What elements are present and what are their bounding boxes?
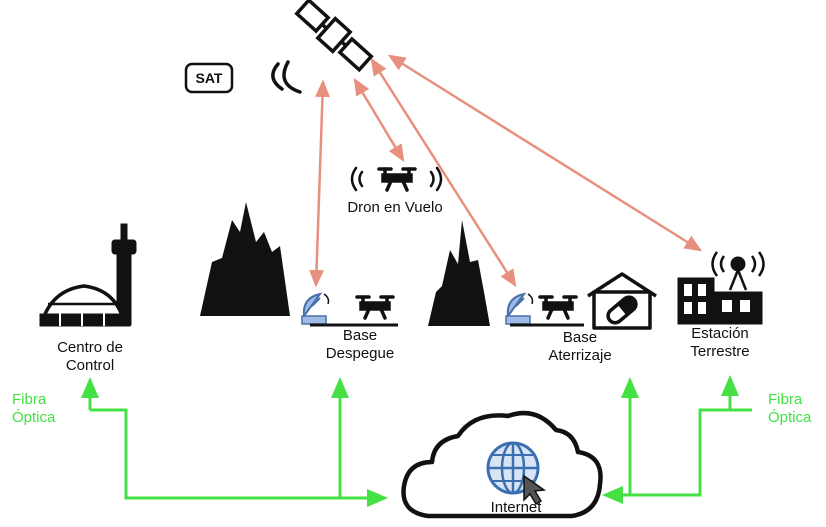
link-sat-landing <box>370 57 517 288</box>
ground-station-icon <box>677 251 765 325</box>
control-center-label-line1: Centro de <box>57 339 123 356</box>
drone-landing-icon <box>538 295 578 320</box>
control-center-label-line2: Control <box>65 357 115 374</box>
signal-waves-icon <box>271 60 302 94</box>
drone-flight-label: Dron en Vuelo <box>347 199 443 216</box>
takeoff-label-line2: Despegue <box>325 345 395 362</box>
drone-signal-icon <box>350 166 443 192</box>
drone-icon <box>377 167 417 192</box>
link-sat-ground <box>387 54 703 252</box>
takeoff-label-line1: Base <box>342 327 378 344</box>
fiber-right-label-line1: Fibra <box>768 391 803 408</box>
sat-badge <box>184 62 234 94</box>
mountain-left-icon <box>200 202 290 316</box>
drone-takeoff-icon <box>355 295 395 320</box>
landing-label-line2: Aterrizaje <box>548 347 612 364</box>
dish-antenna-takeoff-icon <box>301 292 330 325</box>
ground-station-label-line1: Estación <box>691 325 749 342</box>
fiber-right-path <box>602 408 752 504</box>
ground-station-label-line2: Terrestre <box>690 343 750 360</box>
mountain-middle-icon <box>428 220 490 326</box>
landing-label-line1: Base <box>562 329 598 346</box>
control-center-icon <box>39 223 137 327</box>
link-sat-drone <box>353 77 405 163</box>
satellite-links <box>309 54 703 288</box>
fiber-links <box>81 375 752 507</box>
dish-antenna-landing-icon <box>505 292 534 325</box>
globe-cursor-icon <box>486 441 547 506</box>
fiber-left-label-line1: Fibra <box>12 391 47 408</box>
sat-badge-label: SAT <box>195 70 223 86</box>
satellite-icon <box>294 0 374 73</box>
hospital-pill-icon <box>587 272 657 330</box>
internet-label: Internet <box>490 499 542 516</box>
fiber-left-path <box>90 408 388 507</box>
fiber-right-label-line2: Óptica <box>768 409 812 426</box>
link-sat-takeoff <box>309 79 330 288</box>
fiber-left-label-line2: Óptica <box>12 409 56 426</box>
